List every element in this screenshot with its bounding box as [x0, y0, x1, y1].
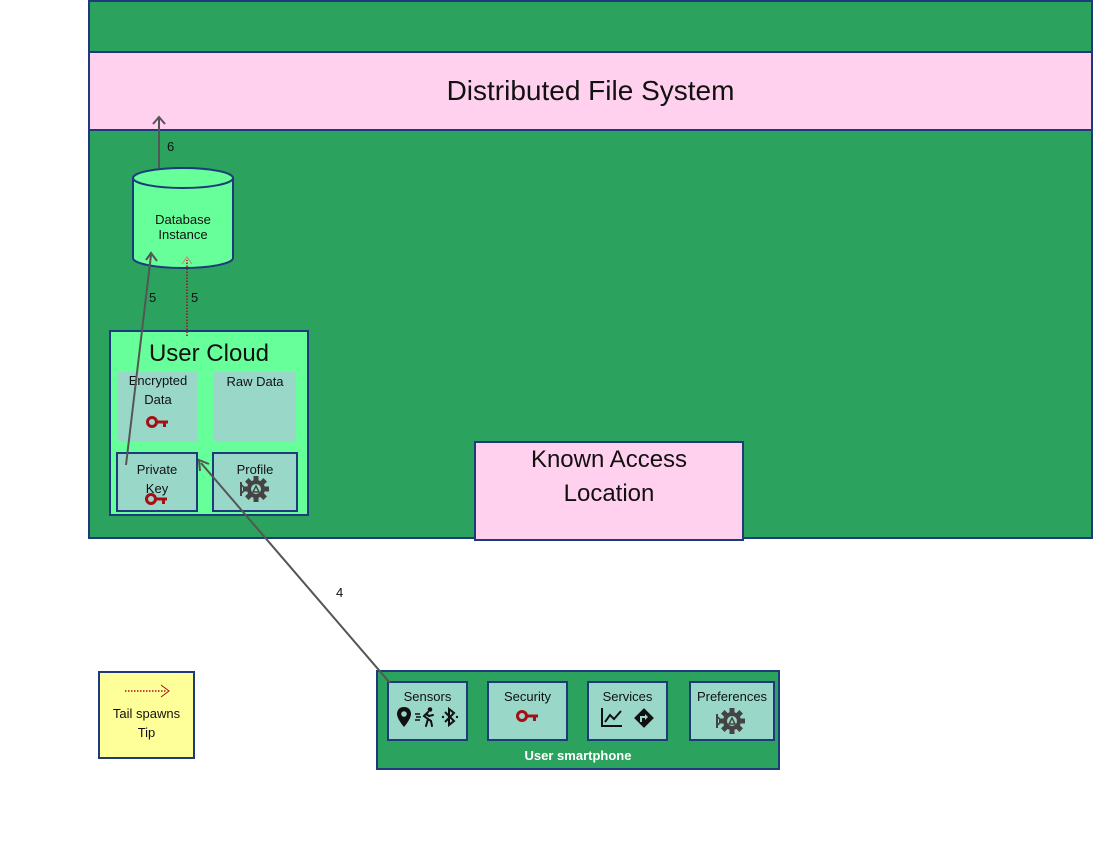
bluetooth-icon: [441, 706, 458, 728]
preferences-label: Preferences: [696, 689, 768, 704]
legend-line1: Tail spawns: [112, 706, 181, 721]
database-line2: Instance: [158, 227, 208, 242]
known-access-line1: Known Access: [530, 446, 688, 473]
user-smartphone: Sensors Security Services: [376, 670, 780, 770]
gear-icon: [240, 476, 269, 502]
sensors-icons: [389, 706, 466, 728]
arrow-6-label: 6: [167, 139, 175, 154]
services-label: Services: [602, 689, 653, 704]
distributed-file-system: Distributed File System: [88, 51, 1093, 131]
services-box: Services: [587, 681, 668, 741]
encrypted-data-line2: Data: [144, 392, 172, 407]
known-access-line2: Location: [563, 480, 655, 507]
dfs-title: Distributed File System: [446, 75, 735, 106]
user-cloud: User Cloud Encrypted Data Raw Data Priva…: [109, 330, 309, 516]
dotted-arrow-icon: [124, 684, 170, 698]
legend-line2: Tip: [137, 725, 156, 740]
arrow-5-left-label: 5: [149, 290, 157, 305]
security-box: Security: [487, 681, 568, 741]
raw-data-box: Raw Data: [214, 372, 296, 442]
key-icon: [145, 493, 167, 505]
services-icons: [589, 707, 666, 729]
raw-data-label: Raw Data: [226, 374, 284, 389]
known-access-location: Known Access Location: [474, 441, 744, 541]
profile-box: Profile: [212, 452, 298, 512]
security-label: Security: [504, 689, 551, 704]
private-key-box: Private Key: [116, 452, 198, 512]
line-chart-icon: [600, 708, 622, 727]
key-icon: [146, 416, 168, 428]
encrypted-data-box: Encrypted Data: [118, 372, 198, 442]
map-pin-icon: [396, 707, 411, 727]
legend-box: Tail spawns Tip: [98, 671, 195, 759]
gear-icon: [716, 708, 745, 734]
database-label: Database Instance: [133, 212, 233, 242]
arrow-5-right-label: 5: [191, 290, 199, 305]
running-icon: [414, 707, 434, 727]
smartphone-label: User smartphone: [524, 748, 632, 763]
database-line1: Database: [155, 212, 211, 227]
sensors-label: Sensors: [403, 689, 452, 704]
sensors-box: Sensors: [387, 681, 468, 741]
directions-icon: [633, 708, 654, 728]
private-key-line1: Private: [136, 462, 178, 477]
key-icon: [515, 710, 538, 722]
encrypted-data-line1: Encrypted: [128, 373, 188, 388]
private-key-line2: Key: [145, 481, 169, 496]
preferences-box: Preferences: [689, 681, 775, 741]
user-cloud-title: User Cloud: [148, 340, 270, 367]
arrow-4-label: 4: [336, 585, 344, 600]
